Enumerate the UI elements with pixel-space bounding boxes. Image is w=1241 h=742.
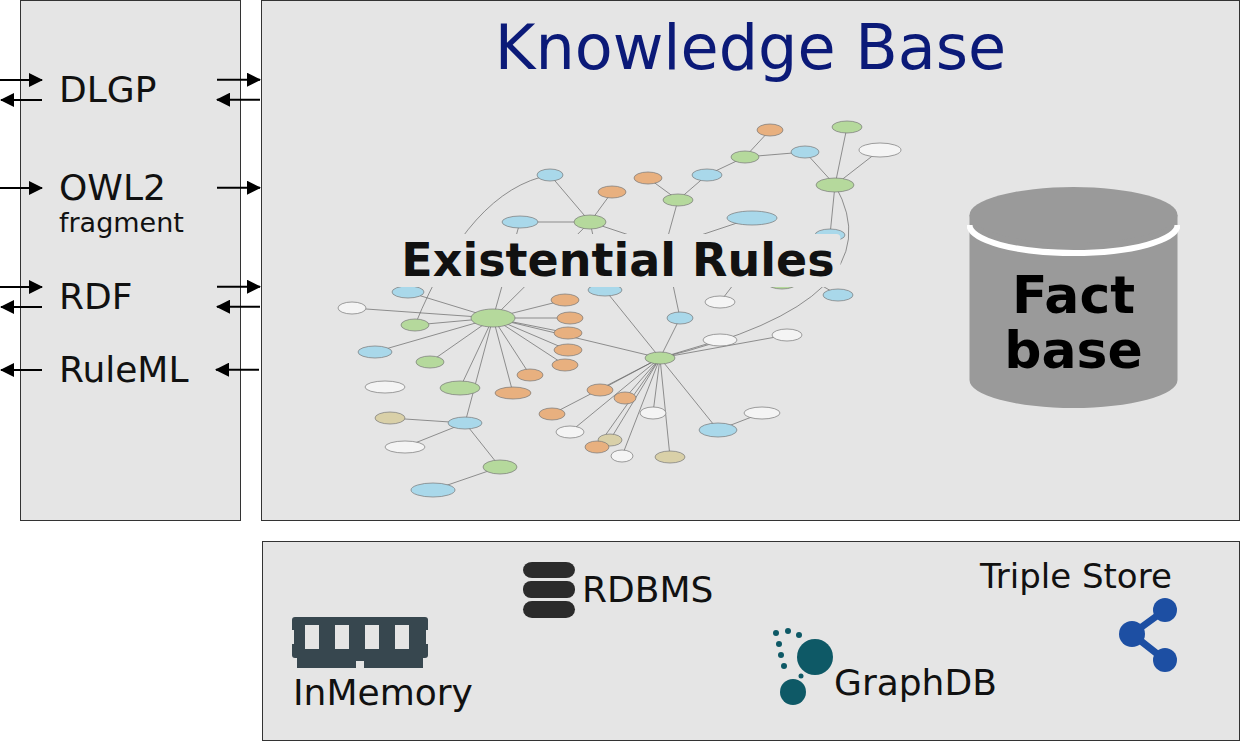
- format-name: DLGP: [59, 69, 156, 110]
- flow-arrow: [217, 80, 260, 100]
- cylinder-label: Fact base: [967, 268, 1180, 377]
- graph-links: [352, 127, 880, 490]
- output-arrow: [1, 369, 42, 371]
- flow-arrow: [216, 369, 259, 370]
- knowledge-base-panel: [262, 1, 1240, 521]
- triple-store-icon: [1119, 598, 1177, 672]
- input-arrow: [0, 79, 42, 81]
- arrow-line: [216, 369, 259, 371]
- flow-arrow: [217, 287, 260, 307]
- rule-graph-illustration: [338, 121, 901, 497]
- input-arrow: [0, 187, 42, 189]
- section-heading: Existential Rules: [395, 234, 840, 287]
- storage-panel: [263, 542, 1240, 741]
- format-item: OWL2fragment: [59, 167, 215, 238]
- box-title: Knowledge Base: [261, 12, 1240, 83]
- arrow-line: [217, 306, 260, 308]
- input-arrow: [0, 286, 42, 288]
- fact-base-cylinder: Fact base: [967, 185, 1180, 410]
- arrow-line: [217, 286, 260, 288]
- format-name: OWL2: [59, 167, 166, 208]
- flow-arrow: [217, 187, 260, 188]
- graphdb-icon: [773, 628, 833, 705]
- storage-name: InMemory: [293, 672, 473, 713]
- storage-name: RDBMS: [582, 569, 713, 610]
- graph-nodes: [338, 121, 901, 497]
- external-arrows: [0, 80, 42, 370]
- format-item: DLGP: [59, 69, 215, 110]
- format-item: RuleML: [59, 349, 215, 390]
- storage-name: Triple Store: [980, 557, 1172, 596]
- format-item: RDF: [59, 276, 215, 317]
- database-icon: [523, 562, 575, 618]
- arrow-line: [217, 79, 260, 81]
- format-qualifier: fragment: [59, 208, 184, 238]
- storage-name: GraphDB: [834, 662, 997, 703]
- arrow-line: [217, 99, 260, 101]
- format-name: RuleML: [59, 349, 188, 390]
- output-arrow: [1, 99, 42, 101]
- arrow-line: [217, 187, 260, 189]
- cylinder-top: [970, 187, 1178, 243]
- output-arrow: [1, 306, 42, 308]
- format-name: RDF: [59, 276, 132, 317]
- format-panel: [21, 1, 241, 521]
- cylinder-band: [970, 225, 1178, 253]
- ram-icon: [288, 617, 432, 669]
